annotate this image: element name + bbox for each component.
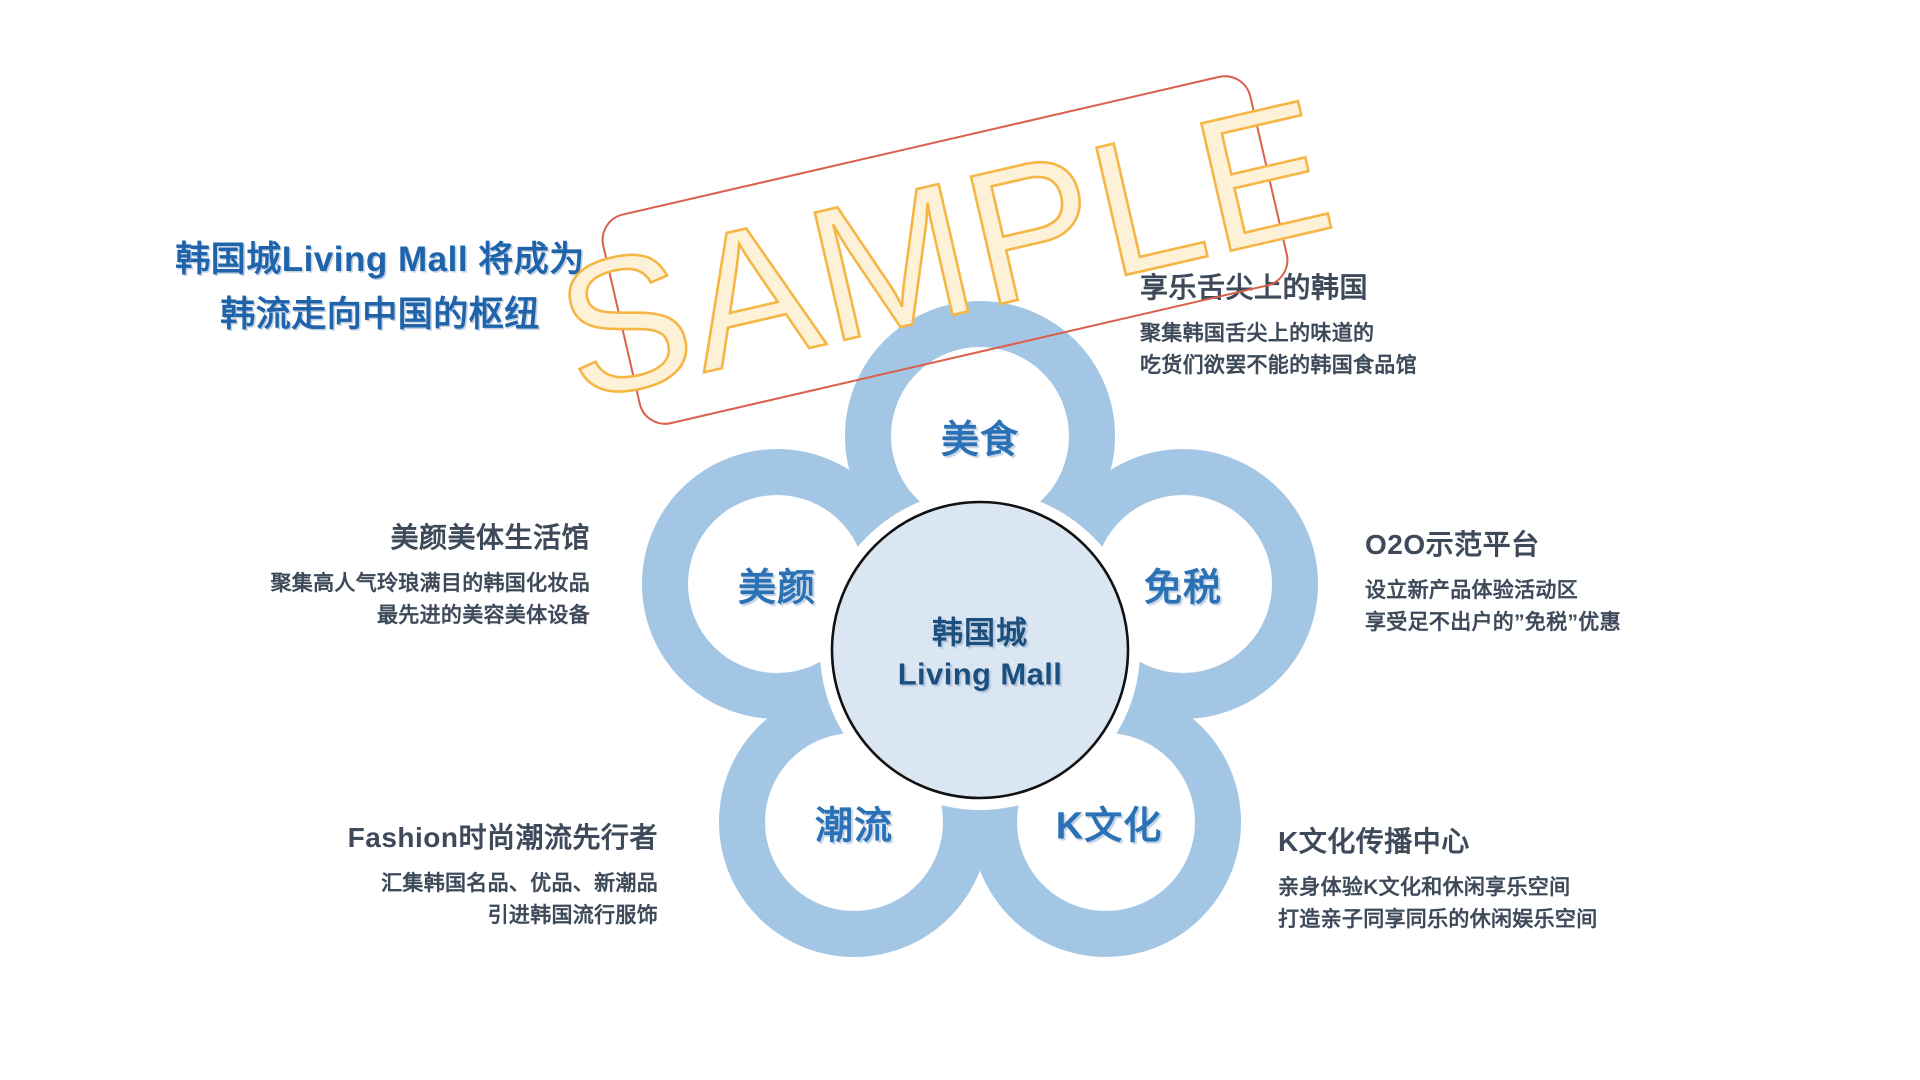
callout-fashion-line-2: 引进韩国流行服饰 — [487, 904, 658, 928]
callout-tax-free: O2O示范平台 设立新产品体验活动区 享受足不出户的”免税”优惠 — [1365, 525, 1621, 640]
flower-svg — [642, 301, 1318, 957]
callout-k-culture-line-2: 打造亲子同享同乐的休闲娱乐空间 — [1278, 908, 1598, 932]
flower-diagram: 美食 免税 K文化 潮流 美颜 韩国城 Living Mall — [580, 250, 1380, 1050]
callout-fashion-line-1: 汇集韩国名品、优品、新潮品 — [381, 871, 658, 895]
callout-fashion-title: Fashion时尚潮流先行者 — [347, 822, 658, 853]
callout-tax-free-line-1: 设立新产品体验活动区 — [1365, 578, 1578, 602]
callout-fashion: Fashion时尚潮流先行者 汇集韩国名品、优品、新潮品 引进韩国流行服饰 — [348, 818, 658, 933]
page-title-line-2: 韩流走向中国的枢纽 — [220, 295, 540, 335]
callout-beauty-line-1: 聚集高人气玲琅满目的韩国化妆品 — [270, 571, 590, 595]
callout-k-culture-title: K文化传播中心 — [1278, 826, 1470, 857]
callout-beauty-title: 美颜美体生活馆 — [390, 522, 590, 553]
petal-label-left[interactable]: 美颜 — [737, 567, 817, 610]
center-label-cn: 韩国城 — [931, 615, 1028, 651]
callout-food-line-2: 吃货们欲罢不能的韩国食品馆 — [1140, 354, 1417, 378]
petal-label-right[interactable]: 免税 — [1143, 567, 1223, 610]
petal-label-bottom-left[interactable]: 潮流 — [814, 805, 894, 848]
center-label: 韩国城 Living Mall — [898, 608, 1063, 693]
callout-k-culture-line-1: 亲身体验K文化和休闲享乐空间 — [1278, 875, 1571, 899]
petal-label-top[interactable]: 美食 — [940, 419, 1020, 462]
center-circle — [830, 500, 1130, 800]
page-title: 韩国城Living Mall 将成为 韩流走向中国的枢纽 — [120, 232, 640, 343]
callout-tax-free-title: O2O示范平台 — [1365, 529, 1540, 560]
callout-food-title: 享乐舌尖上的韩国 — [1140, 272, 1369, 303]
page-title-line-1: 韩国城Living Mall 将成为 — [175, 240, 585, 279]
petal-label-bottom-right[interactable]: K文化 — [1055, 805, 1163, 848]
callout-beauty-line-2: 最先进的美容美体设备 — [377, 604, 590, 628]
center-label-en: Living Mall — [897, 656, 1063, 692]
callout-k-culture: K文化传播中心 亲身体验K文化和休闲享乐空间 打造亲子同享同乐的休闲娱乐空间 — [1278, 822, 1598, 937]
callout-tax-free-line-2: 享受足不出户的”免税”优惠 — [1365, 611, 1621, 635]
callout-beauty: 美颜美体生活馆 聚集高人气玲琅满目的韩国化妆品 最先进的美容美体设备 — [271, 518, 591, 633]
callout-food: 享乐舌尖上的韩国 聚集韩国舌尖上的味道的 吃货们欲罢不能的韩国食品馆 — [1140, 268, 1417, 383]
callout-food-line-1: 聚集韩国舌尖上的味道的 — [1140, 321, 1375, 345]
